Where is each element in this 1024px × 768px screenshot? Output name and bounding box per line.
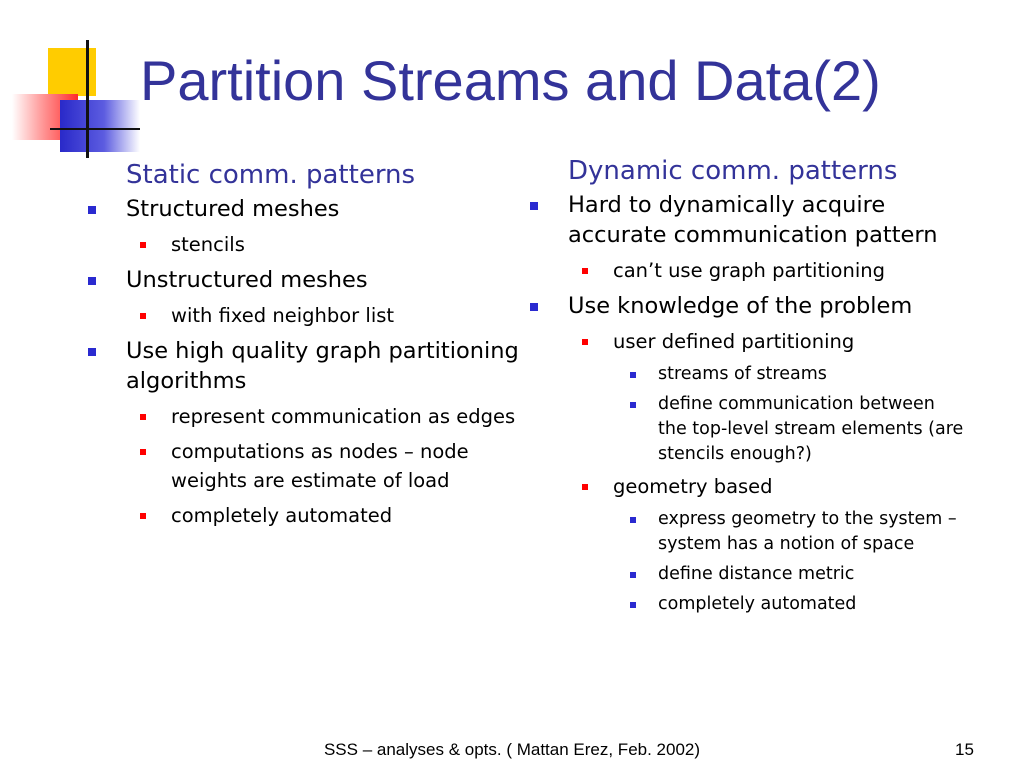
- slide-page-number: 15: [955, 740, 974, 759]
- square-bullet-icon: [140, 242, 146, 248]
- square-bullet-icon: [630, 572, 636, 578]
- square-bullet-icon: [530, 303, 538, 311]
- list-item: express geometry to the system – system …: [528, 507, 968, 557]
- list-item: define communication between the top-lev…: [528, 392, 968, 467]
- list-item: Unstructured meshes: [86, 265, 526, 295]
- decor-blue-square: [60, 100, 140, 152]
- list-item: completely automated: [86, 501, 526, 530]
- list-item: streams of streams: [528, 362, 968, 387]
- bullet-text: Unstructured meshes: [126, 267, 368, 293]
- left-column: Static comm. patterns Structured meshes …: [86, 160, 526, 536]
- bullet-text: define distance metric: [658, 564, 855, 584]
- square-bullet-icon: [88, 348, 96, 356]
- bullet-text: Use high quality graph partitioning algo…: [126, 338, 519, 394]
- bullet-text: Use knowledge of the problem: [568, 293, 913, 319]
- decor-horizontal-line: [50, 128, 140, 130]
- slide-title: Partition Streams and Data(2): [140, 49, 881, 112]
- list-item: geometry based: [528, 472, 968, 501]
- decor-vertical-line: [86, 40, 89, 158]
- square-bullet-icon: [140, 513, 146, 519]
- square-bullet-icon: [582, 268, 588, 274]
- list-item: computations as nodes – node weights are…: [86, 437, 526, 495]
- right-column-heading: Dynamic comm. patterns: [568, 156, 898, 186]
- list-item: Use high quality graph partitioning algo…: [86, 336, 526, 396]
- list-item: stencils: [86, 230, 526, 259]
- square-bullet-icon: [630, 517, 636, 523]
- bullet-text: Hard to dynamically acquire accurate com…: [568, 192, 938, 248]
- right-column: Dynamic comm. patterns Hard to dynamical…: [528, 156, 968, 622]
- list-item: represent communication as edges: [86, 402, 526, 431]
- square-bullet-icon: [630, 372, 636, 378]
- left-column-heading: Static comm. patterns: [126, 160, 416, 190]
- list-item: can’t use graph partitioning: [528, 256, 968, 285]
- bullet-text: completely automated: [171, 504, 393, 527]
- bullet-text: define communication between the top-lev…: [658, 394, 964, 464]
- square-bullet-icon: [88, 277, 96, 285]
- slide-footer: SSS – analyses & opts. ( Mattan Erez, Fe…: [323, 740, 701, 759]
- list-item: user defined partitioning: [528, 327, 968, 356]
- square-bullet-icon: [140, 414, 146, 420]
- bullet-text: computations as nodes – node weights are…: [171, 440, 469, 492]
- bullet-text: geometry based: [613, 475, 773, 498]
- square-bullet-icon: [630, 602, 636, 608]
- list-item: completely automated: [528, 592, 968, 617]
- left-bullet-list: Structured meshes stencils Unstructured …: [86, 194, 526, 530]
- list-item: Hard to dynamically acquire accurate com…: [528, 190, 968, 250]
- square-bullet-icon: [88, 206, 96, 214]
- square-bullet-icon: [582, 339, 588, 345]
- list-item: Use knowledge of the problem: [528, 291, 968, 321]
- bullet-text: stencils: [171, 233, 245, 256]
- list-item: with fixed neighbor list: [86, 301, 526, 330]
- bullet-text: streams of streams: [658, 364, 827, 384]
- bullet-text: completely automated: [658, 594, 857, 614]
- square-bullet-icon: [630, 402, 636, 408]
- bullet-text: can’t use graph partitioning: [613, 259, 885, 282]
- bullet-text: user defined partitioning: [613, 330, 855, 353]
- bullet-text: represent communication as edges: [171, 405, 516, 428]
- square-bullet-icon: [530, 202, 538, 210]
- list-item: Structured meshes: [86, 194, 526, 224]
- square-bullet-icon: [140, 449, 146, 455]
- square-bullet-icon: [582, 484, 588, 490]
- right-bullet-list: Hard to dynamically acquire accurate com…: [528, 190, 968, 617]
- bullet-text: express geometry to the system – system …: [658, 509, 957, 554]
- bullet-text: with fixed neighbor list: [171, 304, 395, 327]
- square-bullet-icon: [140, 313, 146, 319]
- bullet-text: Structured meshes: [126, 196, 340, 222]
- list-item: define distance metric: [528, 562, 968, 587]
